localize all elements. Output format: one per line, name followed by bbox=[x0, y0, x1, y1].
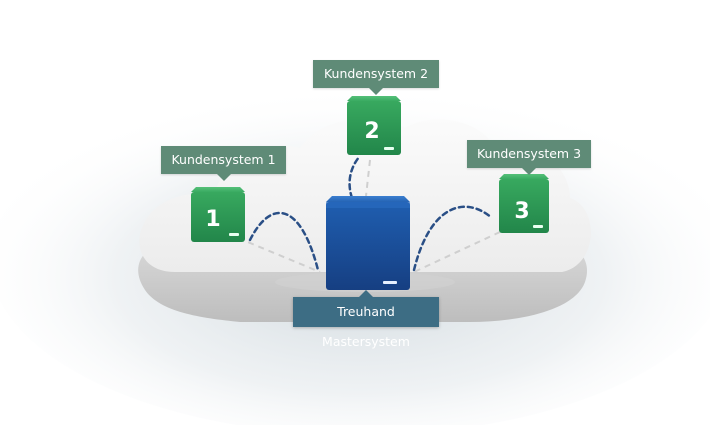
client-box-2-number: 2 bbox=[364, 119, 379, 144]
client-box-2: 2 bbox=[347, 96, 401, 155]
client-box-1: 1 bbox=[191, 187, 245, 242]
connection-2 bbox=[348, 154, 362, 200]
connection-1 bbox=[248, 211, 320, 272]
client-box-3-number: 3 bbox=[514, 199, 529, 224]
master-box bbox=[326, 196, 410, 290]
client-box-1-number: 1 bbox=[205, 207, 220, 232]
client-label-2: Kundensystem 2 bbox=[313, 60, 439, 95]
master-label: Treuhand Mastersystem bbox=[293, 290, 439, 349]
client-label-3: Kundensystem 3 bbox=[467, 140, 591, 175]
ground-lines bbox=[237, 159, 501, 273]
connections bbox=[248, 154, 494, 272]
client-label-1: Kundensystem 1 bbox=[161, 146, 286, 181]
connection-3 bbox=[412, 205, 494, 272]
client-box-3: 3 bbox=[499, 174, 549, 233]
